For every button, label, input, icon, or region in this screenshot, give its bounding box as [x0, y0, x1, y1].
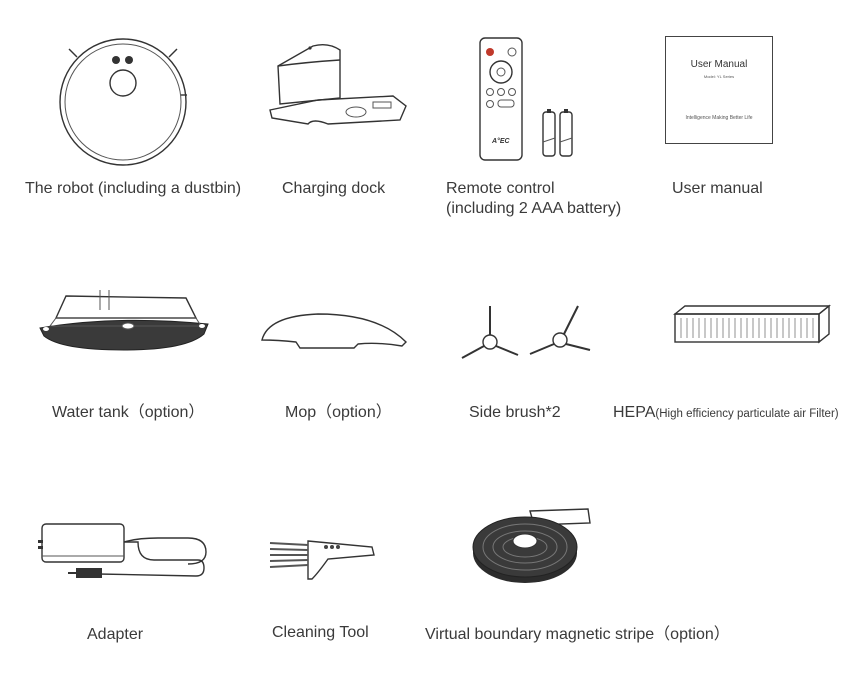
cleaning-tool-caption: Cleaning Tool — [272, 624, 369, 641]
adapter-caption: Adapter — [87, 626, 144, 643]
dock-caption: Charging dock — [282, 180, 386, 197]
hepa-caption-sub: (High efficiency particulate air Filter) — [655, 408, 839, 420]
adapter-illustration — [38, 523, 207, 578]
charging-dock-illustration — [269, 43, 407, 125]
manual-cover: User Manual Model: YL Series Intelligenc… — [665, 36, 773, 144]
side-brush-caption: Side brush*2 — [469, 404, 561, 421]
remote-caption-line2: (including 2 AAA battery) — [446, 200, 622, 217]
robot-caption: The robot (including a dustbin) — [25, 180, 242, 197]
remote-control-illustration — [479, 37, 523, 161]
manual-cover-model: Model: YL Series — [703, 74, 735, 79]
manual-cover-slogan: Intelligence Making Better Life — [685, 115, 753, 121]
water-tank-caption: Water tank（option） — [52, 404, 205, 421]
remote-brand-label: A°EC — [492, 138, 510, 145]
side-brush-illustration — [461, 305, 591, 359]
manual-caption: User manual — [672, 180, 763, 197]
remote-caption-line1: Remote control — [446, 180, 555, 197]
mop-illustration — [261, 313, 407, 349]
cleaning-tool-illustration — [269, 540, 375, 580]
water-tank-illustration — [39, 290, 209, 351]
mop-caption: Mop（option） — [285, 404, 392, 421]
robot-illustration — [59, 38, 187, 166]
hepa-caption-main: HEPA — [613, 404, 656, 421]
battery-icon — [542, 109, 573, 157]
hepa-caption: HEPA(High efficiency particulate air Fil… — [613, 403, 839, 424]
manual-cover-title: User Manual — [690, 59, 748, 70]
magnetic-stripe-illustration — [472, 508, 591, 583]
hepa-filter-illustration — [673, 304, 831, 344]
magnetic-stripe-caption: Virtual boundary magnetic stripe（option） — [425, 626, 730, 643]
